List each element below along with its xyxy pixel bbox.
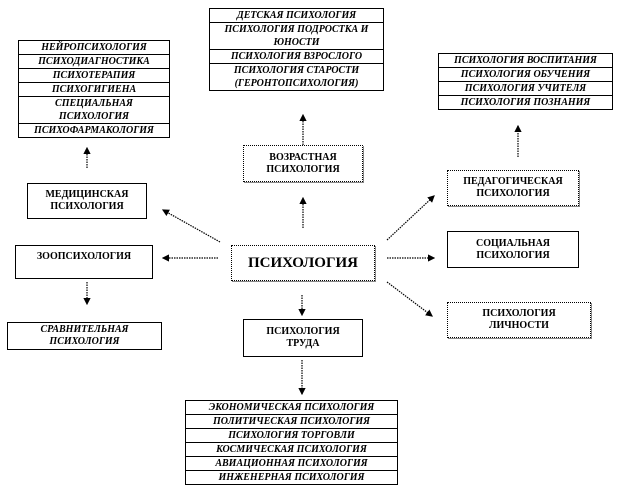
list-item: ПСИХОЛОГИЯ УЧИТЕЛЯ bbox=[439, 82, 612, 96]
list-item: ПСИХОФАРМАКОЛОГИЯ bbox=[34, 125, 154, 136]
comparative-psychology-node: СРАВНИТЕЛЬНАЯ ПСИХОЛОГИЯ bbox=[7, 322, 162, 350]
center-node: ПСИХОЛОГИЯ bbox=[231, 245, 375, 281]
age-psychology-node: ВОЗРАСТНАЯ ПСИХОЛОГИЯ bbox=[243, 145, 363, 182]
list-item: ПСИХОЛОГИЯ ПОДРОСТКА И ЮНОСТИ bbox=[210, 23, 383, 50]
list-item: ДЕТСКАЯ ПСИХОЛОГИЯ bbox=[210, 9, 383, 23]
arrow-to-personality bbox=[386, 281, 433, 317]
list-item: ПСИХОДИАГНОСТИКА bbox=[19, 55, 169, 69]
list-item: ПСИХОТЕРАПИЯ bbox=[19, 69, 169, 83]
list-item: СПЕЦИАЛЬНАЯ ПСИХОЛОГИЯ bbox=[19, 97, 169, 124]
list-item: ПСИХОГИГИЕНА bbox=[19, 83, 169, 97]
list-item: ПСИХОЛОГИЯ ОБУЧЕНИЯ bbox=[439, 68, 612, 82]
list-item: ПОЛИТИЧЕСКАЯ ПСИХОЛОГИЯ bbox=[186, 415, 397, 429]
list-item: ПСИХОЛОГИЯ ВЗРОСЛОГО bbox=[210, 50, 383, 64]
arrow-to-medical bbox=[161, 209, 221, 243]
list-item: КОСМИЧЕСКАЯ ПСИХОЛОГИЯ bbox=[186, 443, 397, 457]
list-item: ПСИХОЛОГИЯ СТАРОСТИ (ГЕРОНТОПСИХОЛОГИЯ) bbox=[233, 65, 360, 89]
list-item: ИНЖЕНЕРНАЯ ПСИХОЛОГИЯ bbox=[218, 472, 365, 483]
medical-subfields-list: НЕЙРОПСИХОЛОГИЯ ПСИХОДИАГНОСТИКА ПСИХОТЕ… bbox=[18, 40, 170, 138]
list-item: ПСИХОЛОГИЯ ПОЗНАНИЯ bbox=[460, 97, 591, 108]
pedagogical-psychology-node: ПЕДАГОГИЧЕСКАЯ ПСИХОЛОГИЯ bbox=[447, 170, 579, 206]
pedagogical-subfields-list: ПСИХОЛОГИЯ ВОСПИТАНИЯ ПСИХОЛОГИЯ ОБУЧЕНИ… bbox=[438, 53, 613, 110]
list-item: ЭКОНОМИЧЕСКАЯ ПСИХОЛОГИЯ bbox=[186, 401, 397, 415]
zoopsychology-node: ЗООПСИХОЛОГИЯ bbox=[15, 245, 153, 279]
labor-psychology-node: ПСИХОЛОГИЯ ТРУДА bbox=[243, 319, 363, 357]
list-item: ПСИХОЛОГИЯ ВОСПИТАНИЯ bbox=[439, 54, 612, 68]
personality-psychology-node: ПСИХОЛОГИЯ ЛИЧНОСТИ bbox=[447, 302, 591, 338]
age-subfields-list: ДЕТСКАЯ ПСИХОЛОГИЯ ПСИХОЛОГИЯ ПОДРОСТКА … bbox=[209, 8, 384, 91]
list-item: АВИАЦИОННАЯ ПСИХОЛОГИЯ bbox=[186, 457, 397, 471]
medical-psychology-node: МЕДИЦИНСКАЯ ПСИХОЛОГИЯ bbox=[27, 183, 147, 219]
list-item: ПСИХОЛОГИЯ ТОРГОВЛИ bbox=[186, 429, 397, 443]
labor-subfields-list: ЭКОНОМИЧЕСКАЯ ПСИХОЛОГИЯ ПОЛИТИЧЕСКАЯ ПС… bbox=[185, 400, 398, 485]
social-psychology-node: СОЦИАЛЬНАЯ ПСИХОЛОГИЯ bbox=[447, 231, 579, 268]
arrow-to-pedagogical bbox=[386, 195, 435, 241]
list-item: НЕЙРОПСИХОЛОГИЯ bbox=[19, 41, 169, 55]
